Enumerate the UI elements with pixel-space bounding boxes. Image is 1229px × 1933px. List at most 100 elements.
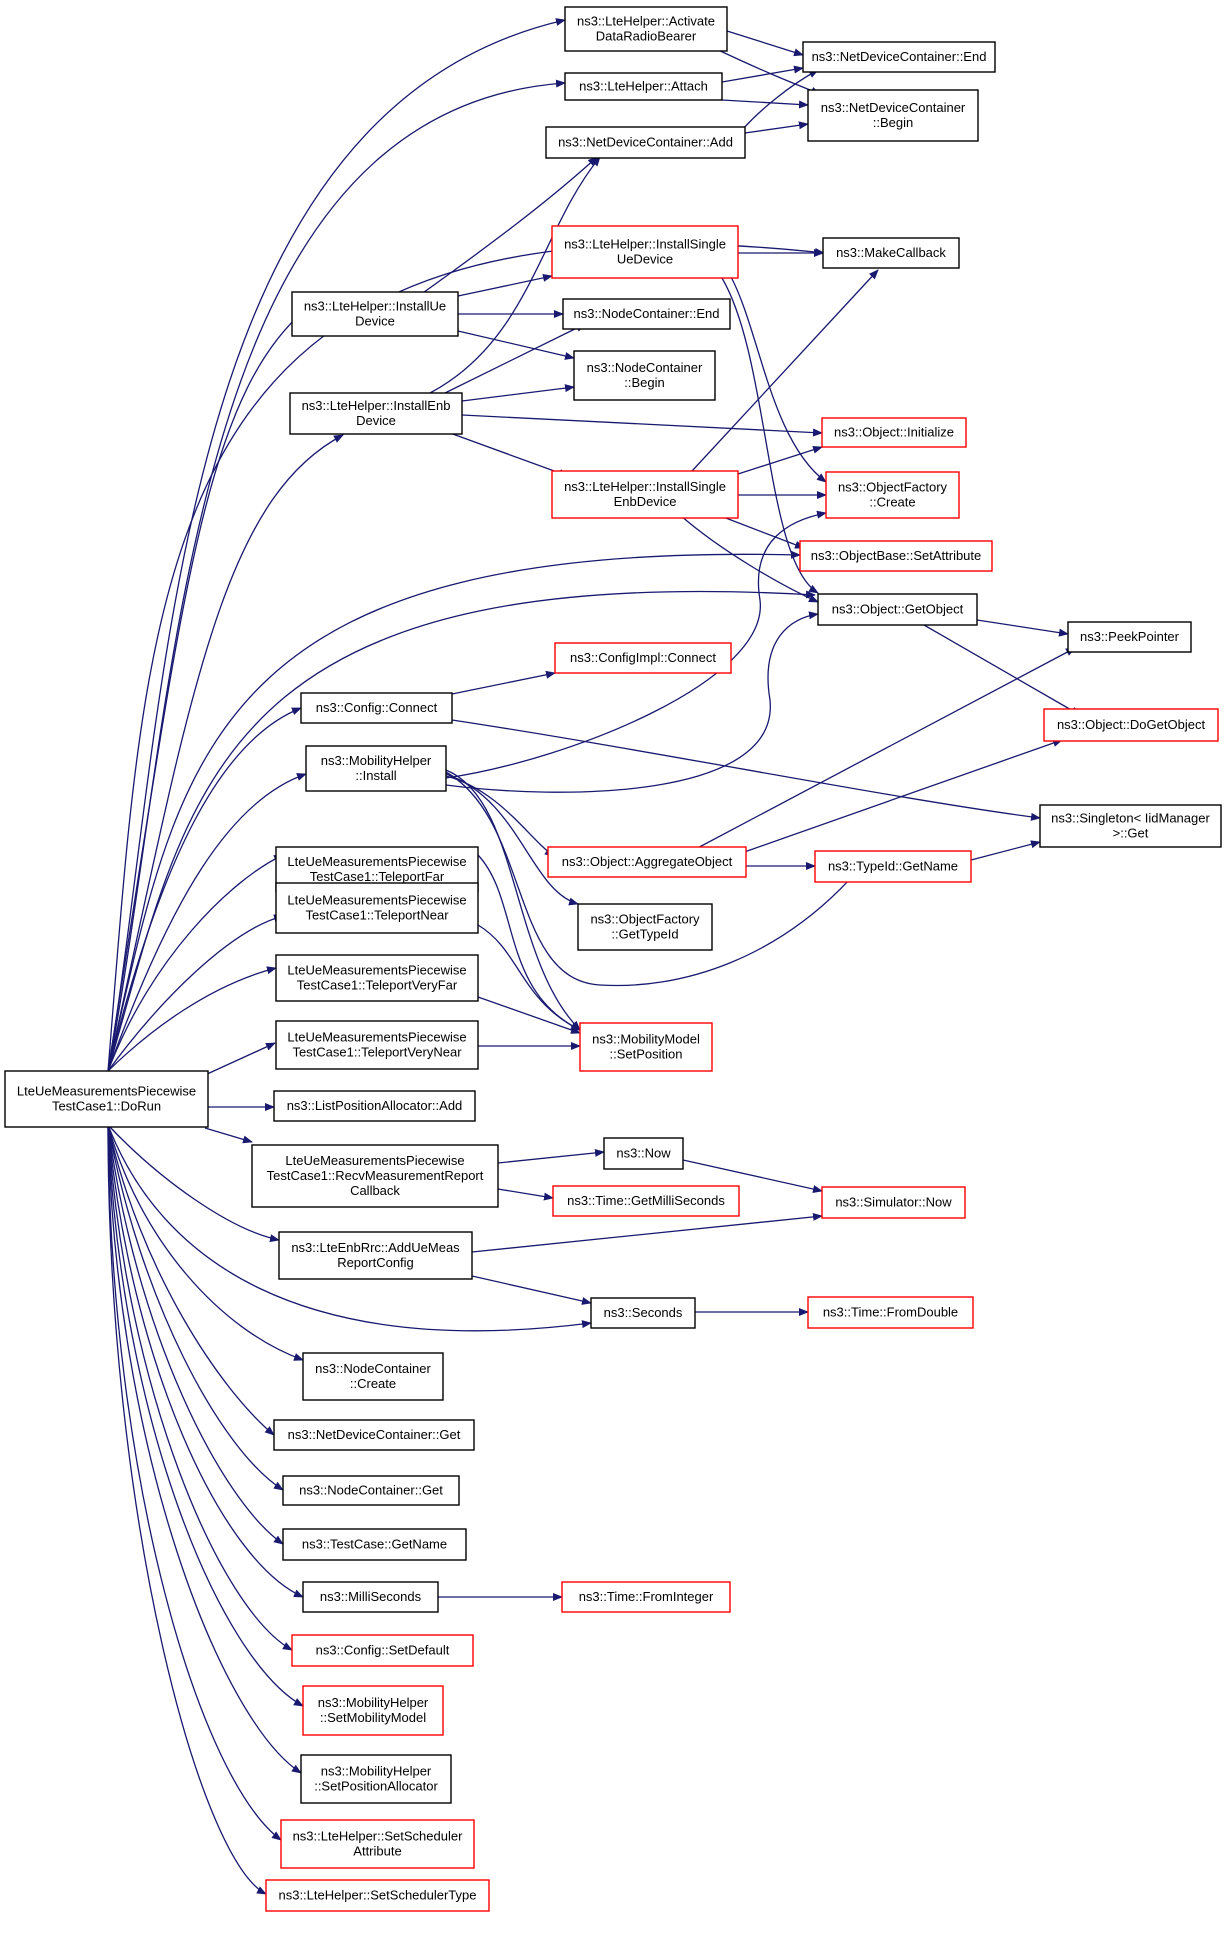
node-ndcadd[interactable]: ns3::NetDeviceContainer::Add	[545, 126, 746, 159]
node-label: ns3::Time::FromInteger	[579, 1589, 714, 1604]
node-ncend[interactable]: ns3::NodeContainer::End	[562, 298, 731, 330]
node-ndcbegin[interactable]: ns3::NetDeviceContainer::Begin	[807, 89, 979, 142]
node-label: ns3::NodeContainer	[315, 1361, 431, 1376]
node-listposadd[interactable]: ns3::ListPositionAllocator::Add	[273, 1090, 476, 1122]
node-label: ::Create	[350, 1376, 396, 1391]
node-mobinstall[interactable]: ns3::MobilityHelper::Install	[305, 745, 447, 792]
node-dorun[interactable]: LteUeMeasurementsPiecewiseTestCase1::DoR…	[4, 1070, 209, 1128]
node-label: TestCase1::TeleportNear	[305, 908, 449, 923]
node-attach[interactable]: ns3::LteHelper::Attach	[564, 72, 723, 101]
edge-adduemeas-seconds	[471, 1275, 592, 1305]
node-ndcget[interactable]: ns3::NetDeviceContainer::Get	[273, 1419, 475, 1451]
node-seconds[interactable]: ns3::Seconds	[590, 1297, 696, 1329]
node-makecallback[interactable]: ns3::MakeCallback	[822, 237, 960, 269]
node-ndcend[interactable]: ns3::NetDeviceContainer::End	[802, 41, 996, 73]
node-label: ::Install	[355, 768, 396, 783]
edge-dorun-teleportverynear	[204, 1042, 276, 1076]
node-getobject[interactable]: ns3::Object::GetObject	[817, 593, 978, 626]
node-frominteger[interactable]: ns3::Time::FromInteger	[561, 1581, 731, 1613]
node-peekpointer[interactable]: ns3::PeekPointer	[1067, 621, 1192, 653]
edge-installenb-ncbegin	[461, 384, 575, 402]
edge-dorun-setattr	[107, 550, 801, 1072]
edge-installsingleenb-setattr	[717, 514, 805, 549]
node-objinit[interactable]: ns3::Object::Initialize	[821, 417, 967, 448]
node-label: ns3::LteHelper::InstallSingle	[564, 479, 726, 494]
node-box	[302, 1685, 444, 1736]
node-box	[552, 1185, 740, 1217]
node-teleportverynear[interactable]: LteUeMeasurementsPiecewiseTestCase1::Tel…	[275, 1020, 479, 1070]
node-box	[300, 692, 453, 724]
node-label: >::Get	[1113, 826, 1149, 841]
edge-installenb-ndcadd	[429, 156, 601, 394]
node-setdefault[interactable]: ns3::Config::SetDefault	[291, 1634, 474, 1667]
node-label: ns3::Time::GetMilliSeconds	[567, 1193, 725, 1208]
node-ncget[interactable]: ns3::NodeContainer::Get	[282, 1475, 460, 1506]
node-now[interactable]: ns3::Now	[603, 1137, 684, 1170]
node-setschedtype[interactable]: ns3::LteHelper::SetSchedulerType	[265, 1879, 490, 1912]
node-box	[564, 72, 723, 101]
node-box	[251, 1144, 499, 1208]
node-box	[821, 1186, 966, 1219]
edge-attach-ndcend	[721, 65, 804, 83]
node-typeidgetname[interactable]: ns3::TypeId::GetName	[814, 850, 972, 883]
node-label: ::Begin	[873, 115, 913, 130]
node-box	[551, 225, 739, 279]
node-label: ns3::TestCase::GetName	[302, 1537, 447, 1552]
node-box	[273, 1419, 475, 1451]
node-label: EnbDevice	[614, 494, 677, 509]
node-testcasegetname[interactable]: ns3::TestCase::GetName	[282, 1528, 467, 1561]
node-simnow[interactable]: ns3::Simulator::Now	[821, 1186, 966, 1219]
edge-installsingleenb-objinit	[737, 445, 823, 475]
edge-mobinstall-aggregate	[445, 775, 555, 857]
node-box	[554, 642, 732, 674]
node-ncbegin[interactable]: ns3::NodeContainer::Begin	[573, 350, 716, 401]
node-dogetobject[interactable]: ns3::Object::DoGetObject	[1043, 708, 1219, 742]
node-recvmeas[interactable]: LteUeMeasurementsPiecewiseTestCase1::Rec…	[251, 1144, 499, 1208]
node-label: ns3::LteHelper::InstallEnb	[302, 398, 451, 413]
node-fromdouble[interactable]: ns3::Time::FromDouble	[807, 1296, 974, 1329]
node-milliseconds[interactable]: ns3::MilliSeconds	[302, 1581, 439, 1613]
node-objfactorycreate[interactable]: ns3::ObjectFactory::Create	[825, 471, 960, 519]
node-configimplconnect[interactable]: ns3::ConfigImpl::Connect	[554, 642, 732, 674]
node-box	[551, 470, 739, 519]
node-box	[579, 1022, 713, 1072]
node-teleportnear[interactable]: LteUeMeasurementsPiecewiseTestCase1::Tel…	[275, 882, 479, 934]
node-box	[822, 237, 960, 269]
node-box	[814, 850, 972, 883]
edge-typeidgetname-singleton	[970, 840, 1041, 861]
node-setattr[interactable]: ns3::ObjectBase::SetAttribute	[799, 540, 993, 572]
node-setposalloc[interactable]: ns3::MobilityHelper::SetPositionAllocato…	[300, 1754, 452, 1804]
edge-teleportfar-setposition	[477, 854, 581, 1031]
node-aggregate[interactable]: ns3::Object::AggregateObject	[547, 846, 747, 878]
node-box	[275, 882, 479, 934]
node-box	[275, 954, 479, 1002]
node-singleton[interactable]: ns3::Singleton< IidManager>::Get	[1039, 804, 1222, 848]
node-box	[302, 1581, 439, 1613]
node-label: ns3::MobilityModel	[592, 1032, 700, 1047]
edge-getobject-dogetobject	[923, 624, 1081, 716]
edge-ndcadd-ndcbegin	[744, 121, 809, 134]
edge-dorun-recvmeas	[204, 1127, 253, 1144]
edge-dorun-setmobilitymodel	[107, 1124, 304, 1707]
edge-recvmeas-now	[497, 1148, 605, 1164]
node-getmilliseconds[interactable]: ns3::Time::GetMilliSeconds	[552, 1185, 740, 1217]
node-label: ns3::NodeContainer::End	[574, 306, 720, 321]
node-box	[289, 392, 463, 435]
edge-adduemeas-simnow	[471, 1212, 823, 1253]
node-teleportveryfar[interactable]: LteUeMeasurementsPiecewiseTestCase1::Tel…	[275, 954, 479, 1002]
node-box	[282, 1528, 467, 1561]
node-nccreate[interactable]: ns3::NodeContainer::Create	[302, 1352, 444, 1401]
node-setmobilitymodel[interactable]: ns3::MobilityHelper::SetMobilityModel	[302, 1685, 444, 1736]
node-label: ::GetTypeId	[611, 927, 678, 942]
node-configconnect[interactable]: ns3::Config::Connect	[300, 692, 453, 724]
node-setposition[interactable]: ns3::MobilityModel::SetPosition	[579, 1022, 713, 1072]
node-objfactorygettypeid[interactable]: ns3::ObjectFactory::GetTypeId	[577, 903, 713, 951]
node-box	[1067, 621, 1192, 653]
